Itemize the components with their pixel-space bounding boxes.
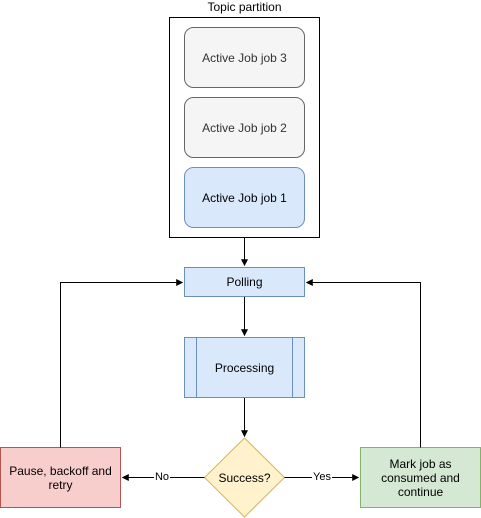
decision-diamond: [203, 437, 286, 518]
job-box-1: [184, 167, 305, 228]
edge-label-no: No: [153, 471, 171, 483]
job-label-2: Active Job job 2: [202, 120, 287, 135]
edge-label-yes: Yes: [312, 471, 332, 483]
success-box: [360, 447, 481, 508]
failure-label: Pause, backoff and retry: [9, 463, 112, 492]
partition-title: Topic partition: [207, 0, 282, 14]
edge-failure-to-polling: [60, 279, 184, 448]
job-box-2: [184, 97, 305, 158]
processing-label: Processing: [214, 360, 275, 375]
job-label-1: Active Job job 1: [202, 190, 287, 205]
success-label: Mark job as consumed and continue: [381, 456, 460, 499]
decision-label: Success?: [218, 470, 271, 485]
polling-box: [184, 267, 305, 297]
processing-box: [184, 337, 305, 398]
edge-success-to-polling: [305, 279, 421, 448]
polling-label: Polling: [226, 275, 263, 289]
job-box-3: [184, 27, 305, 88]
job-label-3: Active Job job 3: [202, 50, 287, 65]
